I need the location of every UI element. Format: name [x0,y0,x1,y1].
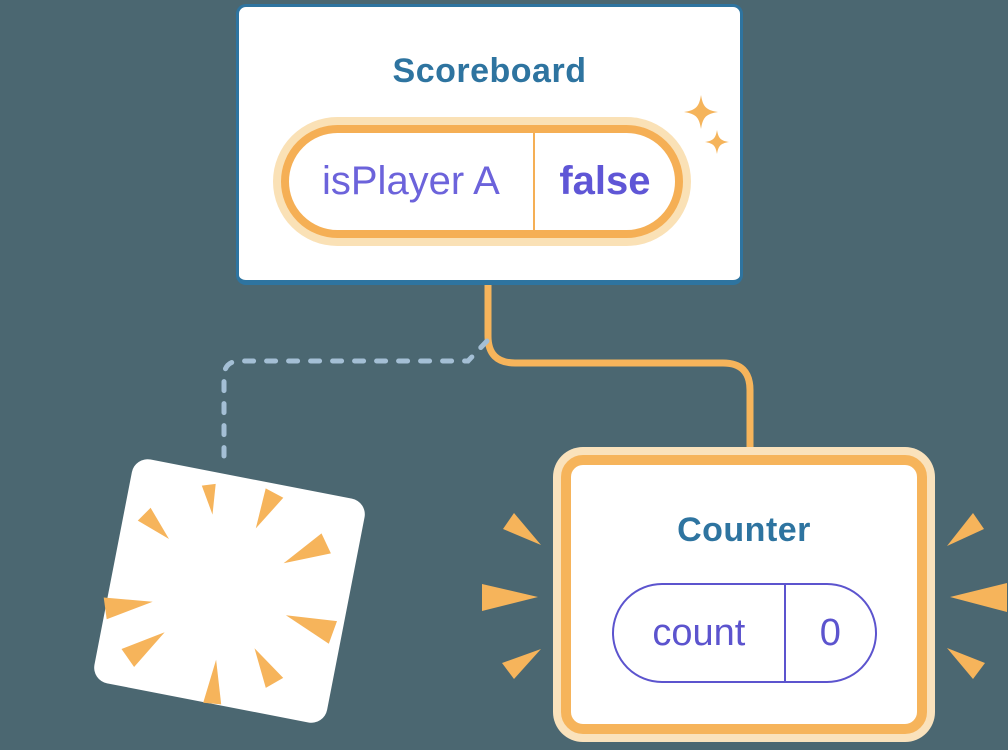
destroyed-component-card [91,456,368,726]
counter-title: Counter [677,511,811,549]
state-value-label: false [559,159,651,203]
parent-to-counter-connector [484,280,754,457]
scoreboard-title: Scoreboard [392,52,587,90]
state-key-label: count [614,585,786,681]
state-value-label: 0 [819,611,841,654]
state-key-label: isPlayer A [289,133,535,230]
counter-state-pill: count 0 [612,583,877,683]
counter-component-card: Counter count 0 [561,455,927,734]
scoreboard-component-card: Scoreboard isPlayer A false [236,4,743,285]
parent-to-destroyed-connector-dashed [221,338,490,459]
scoreboard-state-pill: isPlayer A false [281,125,683,238]
